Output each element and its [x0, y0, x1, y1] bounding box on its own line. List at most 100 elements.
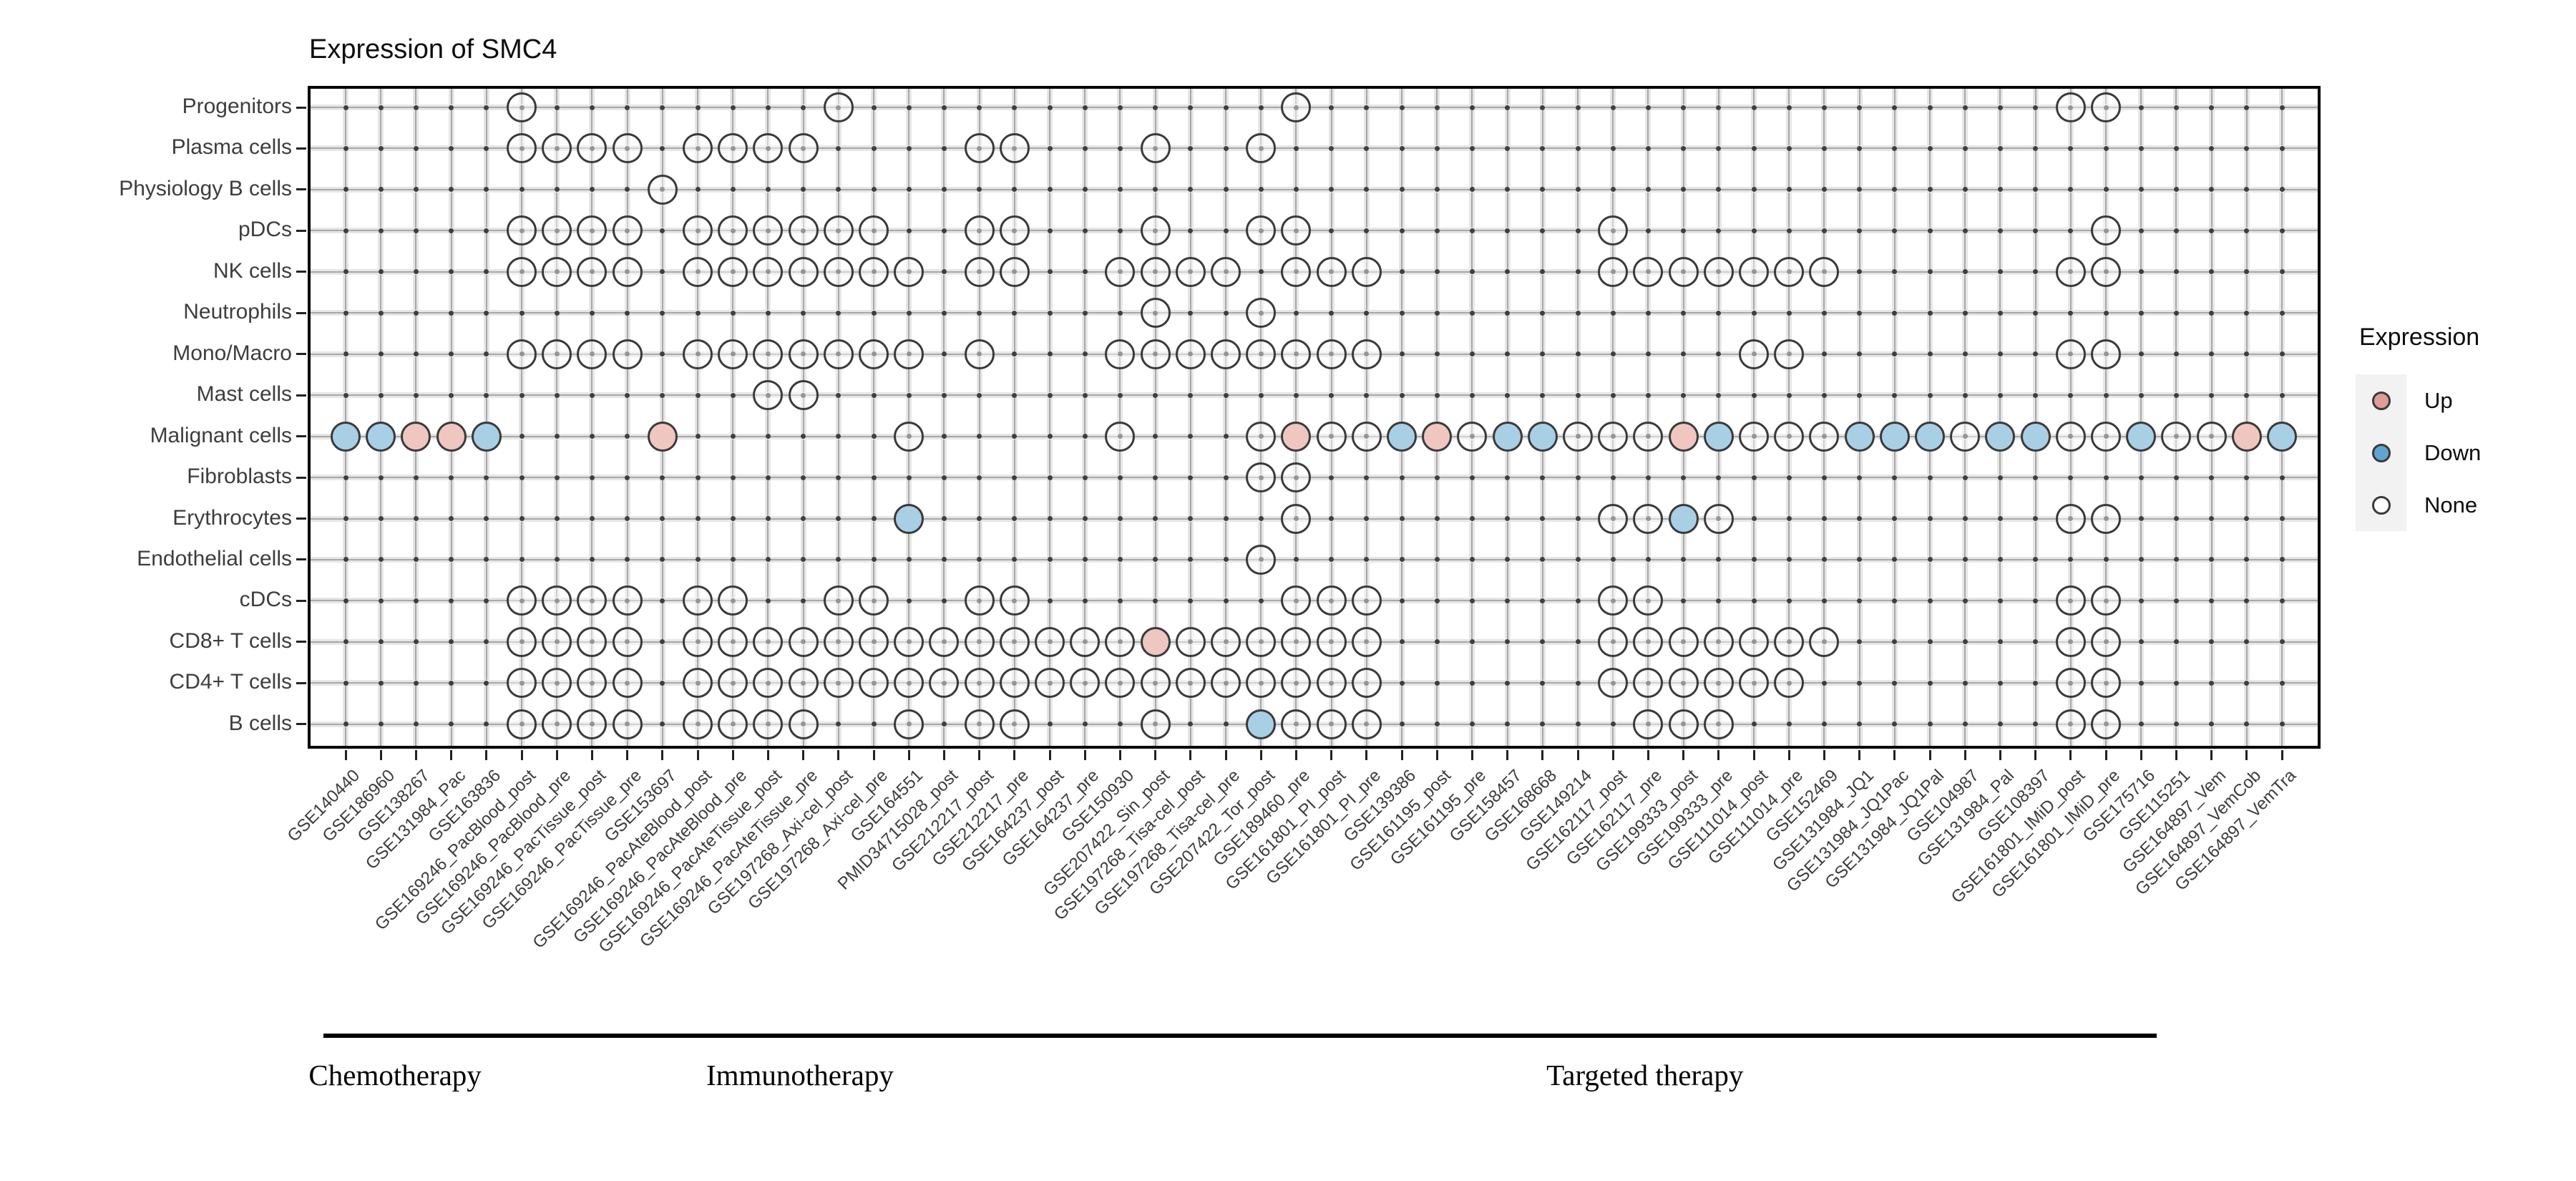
- grid-point: [519, 475, 525, 480]
- grid-point: [1153, 434, 1158, 439]
- x-axis-tick: [1118, 750, 1121, 760]
- y-axis-tick: [296, 517, 306, 520]
- grid-point: [765, 598, 771, 603]
- grid-point: [343, 228, 348, 233]
- grid-point: [2244, 145, 2250, 151]
- grid-point: [449, 392, 454, 398]
- grid-point: [1505, 351, 1511, 357]
- expression-dot-down: [1879, 421, 1910, 452]
- grid-point: [1012, 475, 1018, 480]
- expression-dot-none: [823, 92, 854, 122]
- grid-point: [2068, 145, 2074, 151]
- gridline-horizontal: [308, 271, 2321, 273]
- grid-point: [1047, 721, 1053, 727]
- grid-point: [1329, 392, 1335, 398]
- gridline-vertical: [802, 86, 804, 749]
- grid-point: [413, 680, 419, 686]
- grid-point: [1434, 392, 1440, 398]
- gridline-vertical: [1295, 86, 1297, 749]
- grid-point: [2209, 145, 2215, 151]
- grid-point: [1469, 351, 1475, 357]
- grid-point: [1681, 228, 1687, 233]
- grid-point: [1117, 187, 1123, 193]
- legend-item-label[interactable]: Up: [2424, 387, 2453, 413]
- expression-dot-none: [1281, 668, 1312, 699]
- y-axis-tick: [296, 188, 306, 191]
- grid-point: [413, 598, 419, 603]
- grid-point: [1540, 310, 1546, 316]
- gridline-vertical: [837, 86, 839, 749]
- grid-point: [1399, 145, 1405, 151]
- grid-point: [906, 105, 912, 110]
- expression-dot-none: [683, 626, 713, 657]
- y-axis-tick: [296, 271, 306, 273]
- grid-point: [1082, 598, 1088, 603]
- expression-dot-none: [1105, 668, 1136, 699]
- expression-dot-none: [964, 339, 995, 369]
- grid-point: [1575, 310, 1581, 316]
- grid-point: [1716, 598, 1722, 603]
- grid-point: [836, 310, 841, 316]
- grid-point: [413, 187, 419, 193]
- grid-point: [1505, 680, 1511, 686]
- expression-dot-none: [788, 380, 819, 411]
- grid-point: [1153, 557, 1158, 563]
- grid-point: [1681, 557, 1687, 563]
- grid-point: [1540, 145, 1546, 151]
- x-axis-tick: [590, 750, 593, 760]
- grid-point: [1364, 392, 1370, 398]
- x-axis-tick: [1646, 750, 1649, 760]
- grid-point: [449, 269, 454, 275]
- expression-dot-none: [1105, 339, 1136, 369]
- grid-point: [2068, 392, 2074, 398]
- grid-point: [1575, 105, 1581, 110]
- grid-point: [2103, 392, 2109, 398]
- grid-point: [343, 269, 348, 275]
- x-axis-tick: [2140, 750, 2142, 760]
- expression-dot-none: [1316, 668, 1347, 699]
- grid-point: [1786, 310, 1792, 316]
- grid-point: [1329, 516, 1335, 521]
- y-axis-label: cDCs: [239, 588, 292, 612]
- grid-point: [1153, 516, 1158, 521]
- grid-point: [1575, 639, 1581, 645]
- grid-point: [2279, 269, 2285, 275]
- legend-item-label[interactable]: None: [2424, 492, 2478, 517]
- grid-point: [695, 310, 701, 316]
- expression-dot-none: [1598, 215, 1629, 246]
- expression-dot-none: [929, 668, 960, 699]
- grid-point: [801, 310, 806, 316]
- grid-point: [1399, 228, 1405, 233]
- grid-point: [1505, 639, 1511, 645]
- grid-point: [2209, 639, 2215, 645]
- y-axis-label: pDCs: [238, 218, 292, 242]
- legend-item-label[interactable]: Down: [2424, 439, 2482, 465]
- expression-dot-none: [1281, 462, 1312, 493]
- grid-point: [1434, 269, 1440, 275]
- grid-point: [1399, 187, 1405, 193]
- expression-dot-none: [1774, 668, 1805, 699]
- expression-dot-none: [2091, 339, 2121, 369]
- grid-point: [2138, 351, 2144, 357]
- grid-point: [378, 228, 384, 233]
- grid-point: [413, 516, 419, 521]
- expression-dot-none: [542, 133, 572, 164]
- y-axis-label: B cells: [228, 711, 292, 735]
- gridline-vertical: [943, 86, 945, 749]
- gridline-horizontal: [308, 147, 2321, 150]
- expression-dot-none: [1211, 339, 1241, 369]
- grid-point: [1364, 105, 1370, 110]
- y-axis-label: NK cells: [213, 258, 292, 283]
- grid-point: [941, 269, 947, 275]
- grid-point: [2244, 475, 2250, 480]
- gridline-vertical: [1717, 86, 1719, 749]
- grid-point: [1927, 392, 1933, 398]
- grid-point: [2209, 187, 2215, 193]
- grid-point: [1927, 721, 1933, 727]
- expression-dot-none: [1140, 668, 1171, 699]
- expression-dot-none: [683, 256, 713, 287]
- y-axis-label: Plasma cells: [171, 135, 292, 160]
- x-axis-tick: [1506, 750, 1509, 760]
- expression-dot-none: [823, 585, 854, 616]
- grid-point: [871, 392, 877, 398]
